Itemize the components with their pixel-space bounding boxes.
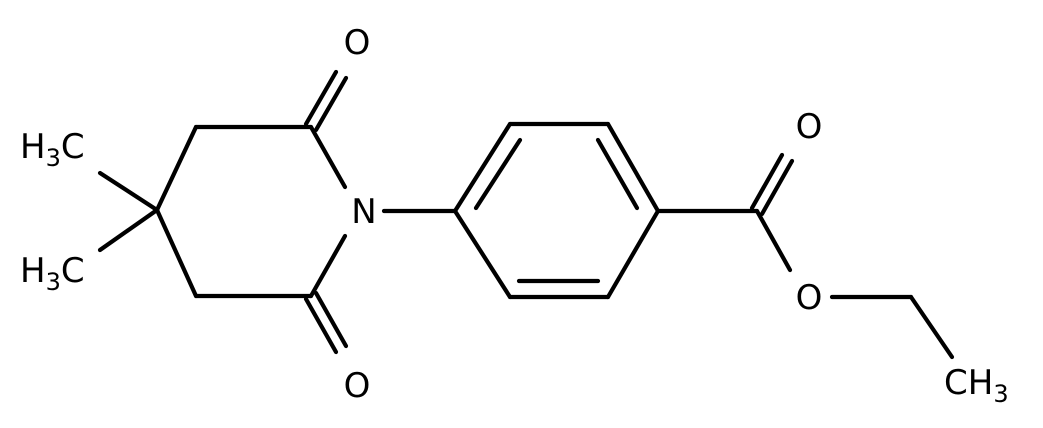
bond-ch2-ch3	[908, 294, 955, 360]
bond-ester-co-b	[759, 158, 795, 217]
bond-c4-c3	[154, 207, 199, 299]
bond-c2-n	[308, 233, 348, 299]
methyl-ethyl-sub: 3	[993, 380, 1008, 408]
bond-ar3	[605, 121, 661, 214]
atom-o-ester: O	[796, 278, 823, 318]
methyl-lower-h: H	[20, 251, 46, 291]
methyl-ethyl-label: CH3	[944, 363, 1009, 408]
bond-ester-co-a	[749, 152, 785, 211]
carbonyl-top	[303, 69, 349, 133]
methyl-lower-sub: 3	[46, 268, 61, 296]
piperidinedione-ring	[154, 124, 348, 299]
benzene-ring	[452, 121, 661, 300]
bond-ar6	[452, 208, 513, 300]
methyl-lower-c: C	[61, 251, 85, 291]
methyl-lower-label: H3C	[20, 251, 85, 296]
atom-n: N	[351, 192, 376, 232]
bond-ar-inner-2	[595, 137, 640, 211]
bond-co-bottom-a	[303, 296, 339, 355]
bond-c6-n	[308, 124, 348, 190]
atom-o-bottom: O	[344, 366, 371, 406]
bond-ar-inner-1	[473, 137, 523, 211]
carbonyl-bottom	[303, 290, 349, 355]
bond-c4-c5	[154, 124, 199, 213]
methyl-ethyl-ch: CH	[944, 363, 993, 403]
bond-methyl-lower	[97, 207, 160, 253]
bond-ar4	[605, 208, 661, 300]
bond-co-top-b	[313, 75, 349, 133]
bond-ar1	[452, 121, 513, 214]
atom-o-top: O	[344, 23, 371, 63]
ester-carbonyl	[749, 152, 795, 217]
methyl-upper-sub: 3	[46, 144, 61, 172]
methyl-upper-h: H	[20, 127, 46, 167]
methyl-upper-c: C	[61, 127, 85, 167]
bond-methyl-upper	[97, 170, 160, 213]
bond-co-top-a	[303, 69, 339, 127]
methyl-upper-label: H3C	[20, 127, 85, 172]
atom-o-carbonyl: O	[796, 107, 823, 147]
bond-co-bottom-b	[313, 290, 349, 349]
bond-carbonyl-oester	[754, 208, 793, 273]
